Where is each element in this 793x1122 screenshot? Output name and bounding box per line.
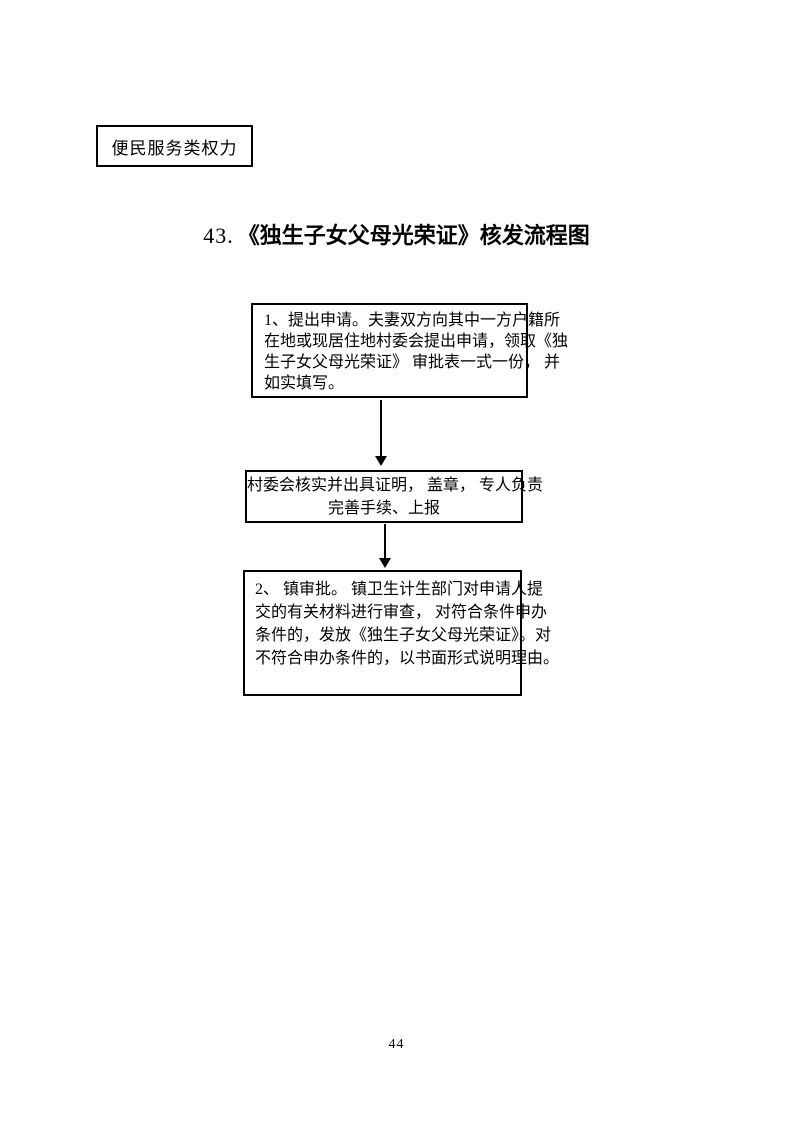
category-label: 便民服务类权力 [111,138,238,158]
title-number: 43. [203,223,234,248]
flow-box-line: 生子女父母光荣证》 审批表一式一份， 并 [264,354,561,371]
flow-box-line: 村委会核实并出具证明， 盖章， 专人负责 [247,477,544,494]
flow-box-line: 交的有关材料进行审查， 对符合条件申办 [255,604,548,621]
flow-box-line: 如实填写。 [264,375,345,392]
arrow-shaft [384,524,386,559]
title-text: 《独生子女父母光荣证》核发流程图 [237,223,590,248]
flow-box-line: 完善手续、上报 [327,500,440,517]
flow-box-line: 在地或现居住地村委会提出申请，领取《独 [264,333,569,350]
page-title: 43.《独生子女父母光荣证》核发流程图 [0,214,793,251]
flow-box-line: 1、提出申请。夫妻双方向其中一方户籍所 [264,312,561,329]
arrow-shaft [380,400,382,457]
arrow-head-icon [375,456,387,466]
page-number: 44 [388,1037,405,1052]
flow-box-line: 2、 镇审批。 镇卫生计生部门对申请人提 [255,581,544,598]
flow-box-line: 条件的，发放《独生子女父母光荣证》。对 [255,627,552,644]
category-label-box: 便民服务类权力 [96,125,253,167]
arrow-head-icon [379,558,391,568]
flow-box-step2-town-approval: 2、 镇审批。 镇卫生计生部门对申请人提 交的有关材料进行审查， 对符合条件申办… [243,570,560,696]
flow-box-line: 不符合申办条件的，以书面形式说明理由。 [255,650,560,667]
flow-box-step1-apply: 1、提出申请。夫妻双方向其中一方户籍所 在地或现居住地村委会提出申请，领取《独 … [251,303,569,398]
flow-arrow-down-1 [375,400,387,466]
flow-box-village-verify: 村委会核实并出具证明， 盖章， 专人负责 完善手续、上报 [245,470,544,523]
flow-arrow-down-2 [379,524,391,568]
